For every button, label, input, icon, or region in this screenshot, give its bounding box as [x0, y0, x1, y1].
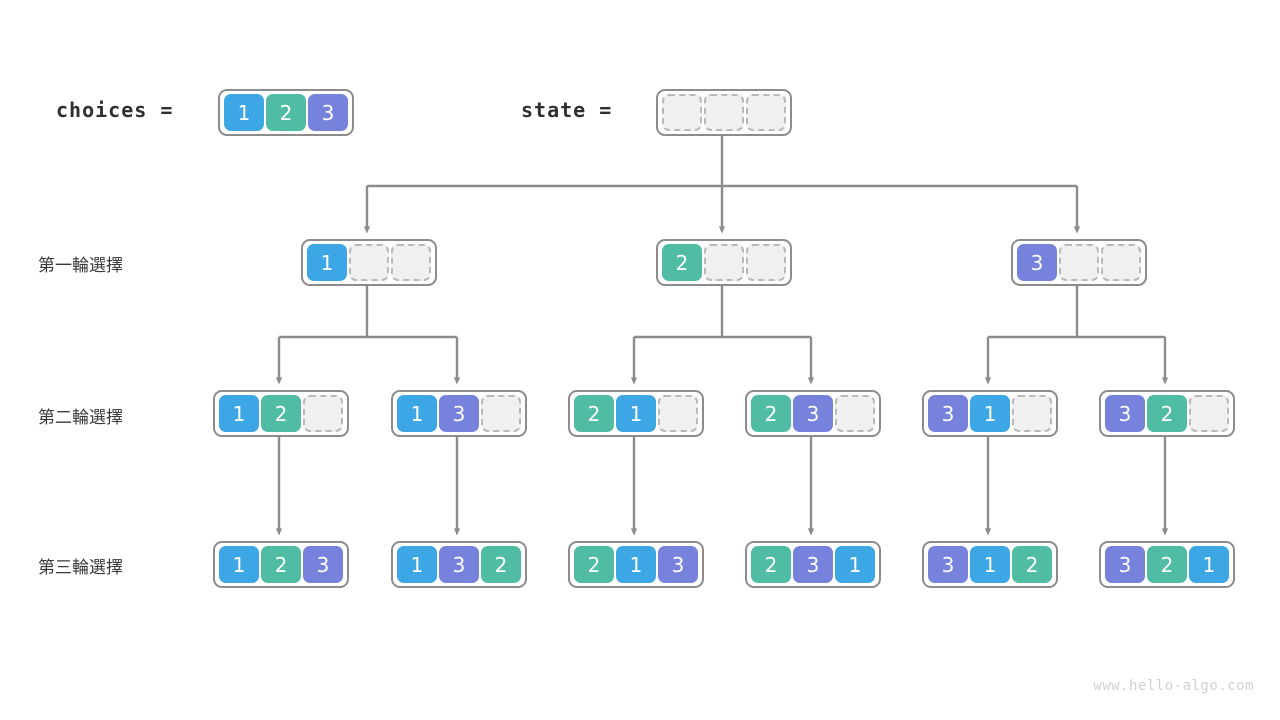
array-cell-filled: 1	[616, 546, 656, 583]
array-cell-empty	[303, 395, 343, 432]
array-cell-empty	[658, 395, 698, 432]
watermark: www.hello-algo.com	[1093, 678, 1254, 694]
array-cell-empty	[704, 244, 744, 281]
array-cell-filled: 2	[662, 244, 702, 281]
array-cell-filled: 2	[481, 546, 521, 583]
array-cell-filled: 2	[751, 395, 791, 432]
row-label-round-1: 第一輪選擇	[38, 256, 123, 276]
array-cell-filled: 3	[793, 546, 833, 583]
array-cell-filled: 3	[793, 395, 833, 432]
array-cell-filled: 1	[1189, 546, 1229, 583]
array-cell-filled: 1	[970, 546, 1010, 583]
array-cell-filled: 3	[308, 94, 348, 131]
array-cell-empty	[1101, 244, 1141, 281]
array-cell-filled: 1	[397, 546, 437, 583]
array-cell-filled: 1	[307, 244, 347, 281]
array-cell-filled: 1	[219, 395, 259, 432]
array-cell-filled: 3	[1105, 395, 1145, 432]
array-cell-empty	[1189, 395, 1229, 432]
array-cell-filled: 3	[928, 546, 968, 583]
array-cell-filled: 3	[303, 546, 343, 583]
choices-label: choices =	[56, 98, 174, 122]
array-cell-filled: 2	[266, 94, 306, 131]
array-cell-filled: 2	[1147, 395, 1187, 432]
array-cell-filled: 2	[751, 546, 791, 583]
array-cell-filled: 2	[261, 395, 301, 432]
round1-node: 3	[1011, 239, 1147, 286]
array-cell-filled: 1	[616, 395, 656, 432]
array-cell-empty	[391, 244, 431, 281]
row-label-round-3: 第三輪選擇	[38, 558, 123, 578]
array-cell-filled: 3	[1017, 244, 1057, 281]
array-cell-filled: 3	[1105, 546, 1145, 583]
array-cell-filled: 1	[970, 395, 1010, 432]
state-label: state =	[521, 98, 613, 122]
array-cell-empty	[746, 94, 786, 131]
array-cell-filled: 1	[219, 546, 259, 583]
round1-node: 2	[656, 239, 792, 286]
row-label-round-2: 第二輪選擇	[38, 408, 123, 428]
array-cell-filled: 3	[658, 546, 698, 583]
array-cell-filled: 2	[1012, 546, 1052, 583]
array-cell-filled: 2	[574, 395, 614, 432]
array-cell-empty	[1059, 244, 1099, 281]
array-cell-filled: 2	[574, 546, 614, 583]
array-cell-filled: 1	[224, 94, 264, 131]
array-cell-empty	[746, 244, 786, 281]
array-cell-filled: 1	[835, 546, 875, 583]
array-cell-filled: 3	[439, 395, 479, 432]
array-cell-empty	[662, 94, 702, 131]
array-cell-filled: 3	[928, 395, 968, 432]
array-cell-filled: 2	[1147, 546, 1187, 583]
array-cell-empty	[1012, 395, 1052, 432]
array-cell-empty	[835, 395, 875, 432]
state-array	[656, 89, 792, 136]
array-cell-filled: 3	[439, 546, 479, 583]
array-cell-filled: 2	[261, 546, 301, 583]
array-cell-empty	[704, 94, 744, 131]
round1-node: 1	[301, 239, 437, 286]
array-cell-filled: 1	[397, 395, 437, 432]
array-cell-empty	[481, 395, 521, 432]
array-cell-empty	[349, 244, 389, 281]
